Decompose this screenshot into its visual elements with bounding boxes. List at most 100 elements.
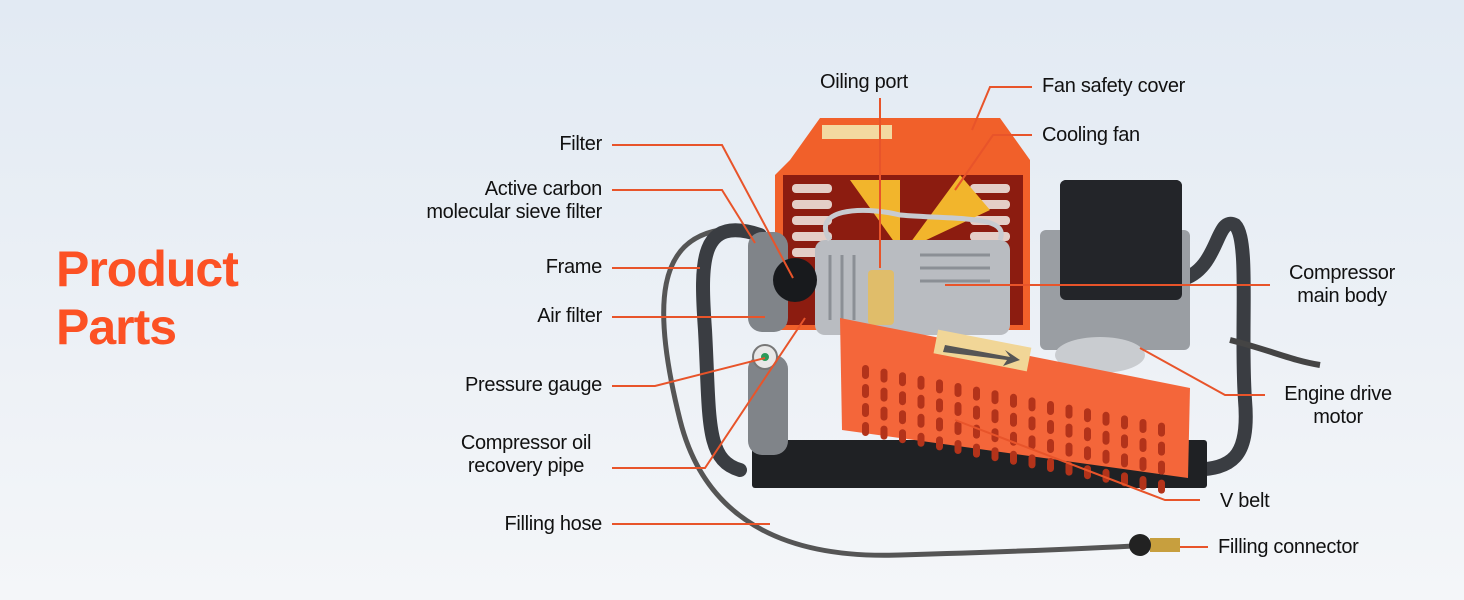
oiling-port-shape xyxy=(868,270,894,325)
vent-slot xyxy=(1028,397,1036,412)
vent-slot xyxy=(899,391,906,406)
vent-slot xyxy=(1121,434,1128,449)
vent-slot xyxy=(991,409,999,424)
label-filling-connector: Filling connector xyxy=(1218,536,1359,558)
vent-slot xyxy=(936,398,943,413)
vent-slot xyxy=(954,402,962,416)
vent-slot xyxy=(1139,419,1147,433)
vent-slot xyxy=(1139,457,1147,471)
vent-slot xyxy=(973,443,980,458)
vent-slot xyxy=(1102,411,1110,426)
vent-slot xyxy=(991,447,999,462)
label-motor: Engine drive motor xyxy=(1268,383,1408,429)
vent-slot xyxy=(1010,450,1017,465)
label-oiling-port: Oiling port xyxy=(820,71,908,93)
label-frame: Frame xyxy=(545,256,603,278)
vent-slot xyxy=(917,394,925,409)
label-oil-line-1: Compressor oil xyxy=(460,432,592,454)
vent-slot xyxy=(973,386,980,401)
vent-slot xyxy=(1028,454,1036,469)
leader-v-belt xyxy=(954,419,1200,501)
vent-slot xyxy=(1158,479,1165,494)
vent-slot xyxy=(880,368,888,383)
label-main-body: Compressor main body xyxy=(1272,262,1412,308)
vent-slot xyxy=(1102,449,1110,464)
vent-slot xyxy=(899,429,906,444)
vent-slot xyxy=(1084,446,1091,461)
label-oil-line-2: recovery pipe xyxy=(467,455,585,477)
vent-slot xyxy=(954,383,962,397)
vent-slot xyxy=(862,384,869,398)
vent-slot xyxy=(1065,442,1073,457)
vent-slot xyxy=(1010,412,1017,427)
vent-slot xyxy=(880,425,888,440)
vent-slot xyxy=(1065,404,1073,419)
vent-slot xyxy=(917,375,925,390)
label-air-filter: Air filter xyxy=(537,305,602,327)
vent-slot xyxy=(1065,423,1073,438)
label-oil-recovery: Compressor oil recovery pipe xyxy=(449,432,603,478)
vent-slot xyxy=(1084,408,1091,423)
vent-slot xyxy=(862,403,869,417)
vent-slot xyxy=(1158,422,1165,437)
vent-slot xyxy=(1084,427,1091,442)
filter-tank xyxy=(748,232,788,332)
leader-fan-cover xyxy=(971,86,1032,131)
vent-slot xyxy=(880,406,888,421)
filling-hose-shape xyxy=(661,227,1151,558)
vent-slot xyxy=(954,421,962,435)
vent-slot xyxy=(936,417,943,432)
vent-slot xyxy=(1028,435,1036,450)
vent-slot xyxy=(1139,438,1147,452)
air-filter-shape xyxy=(773,258,817,302)
vent-slot xyxy=(991,390,999,405)
label-pressure-gauge: Pressure gauge xyxy=(464,374,602,396)
label-v-belt: V belt xyxy=(1220,490,1270,512)
vent-slot xyxy=(936,436,943,451)
vent-slot xyxy=(899,410,906,425)
vent-slot xyxy=(1102,468,1110,483)
title-line-2: Parts xyxy=(56,299,177,355)
leader-cooling-fan xyxy=(954,134,1032,191)
leader-filter xyxy=(612,144,794,279)
vent-slot xyxy=(1158,460,1165,475)
frame-right xyxy=(1173,216,1253,477)
vent-slot xyxy=(1047,401,1054,415)
label-carbon-filter: Active carbon molecular sieve filter xyxy=(426,178,602,224)
label-motor-line-1: Engine drive xyxy=(1284,383,1392,405)
vent-slot xyxy=(899,372,906,387)
label-filling-hose: Filling hose xyxy=(504,513,602,535)
cooling-fan-blade xyxy=(850,175,990,250)
label-filter: Filter xyxy=(559,133,602,155)
vent-slot xyxy=(1121,453,1128,468)
vent-slot xyxy=(1010,393,1017,408)
vent-slot xyxy=(917,413,925,428)
vent-slot xyxy=(1102,430,1110,445)
page-title: Product Parts xyxy=(56,240,239,356)
vent-slot xyxy=(954,440,962,454)
vent-slot xyxy=(862,365,869,379)
leader-pressure-gauge xyxy=(612,357,766,387)
vent-slot xyxy=(1139,476,1147,490)
label-fan-cover: Fan safety cover xyxy=(1042,75,1186,97)
label-carbon-line-1: Active carbon xyxy=(484,178,603,200)
label-main-body-line-2: main body xyxy=(1297,285,1387,307)
vent-slot xyxy=(936,379,943,394)
vent-slot xyxy=(1121,415,1128,430)
vent-slot xyxy=(1047,439,1054,453)
vent-slot xyxy=(973,405,980,420)
vent-slot xyxy=(1084,465,1091,480)
label-cooling-fan: Cooling fan xyxy=(1042,124,1140,146)
vent-slot xyxy=(917,432,925,447)
title-line-1: Product xyxy=(56,241,239,297)
leader-lines xyxy=(612,86,1270,548)
vent-slot xyxy=(1158,441,1165,456)
vent-slot xyxy=(1028,416,1036,431)
vent-slot xyxy=(1047,458,1054,472)
leader-oil-recovery xyxy=(612,317,806,469)
vent-slot xyxy=(862,422,869,436)
label-carbon-line-2: molecular sieve filter xyxy=(426,201,602,223)
compressor-body xyxy=(815,240,1010,335)
label-motor-line-2: motor xyxy=(1313,406,1363,428)
